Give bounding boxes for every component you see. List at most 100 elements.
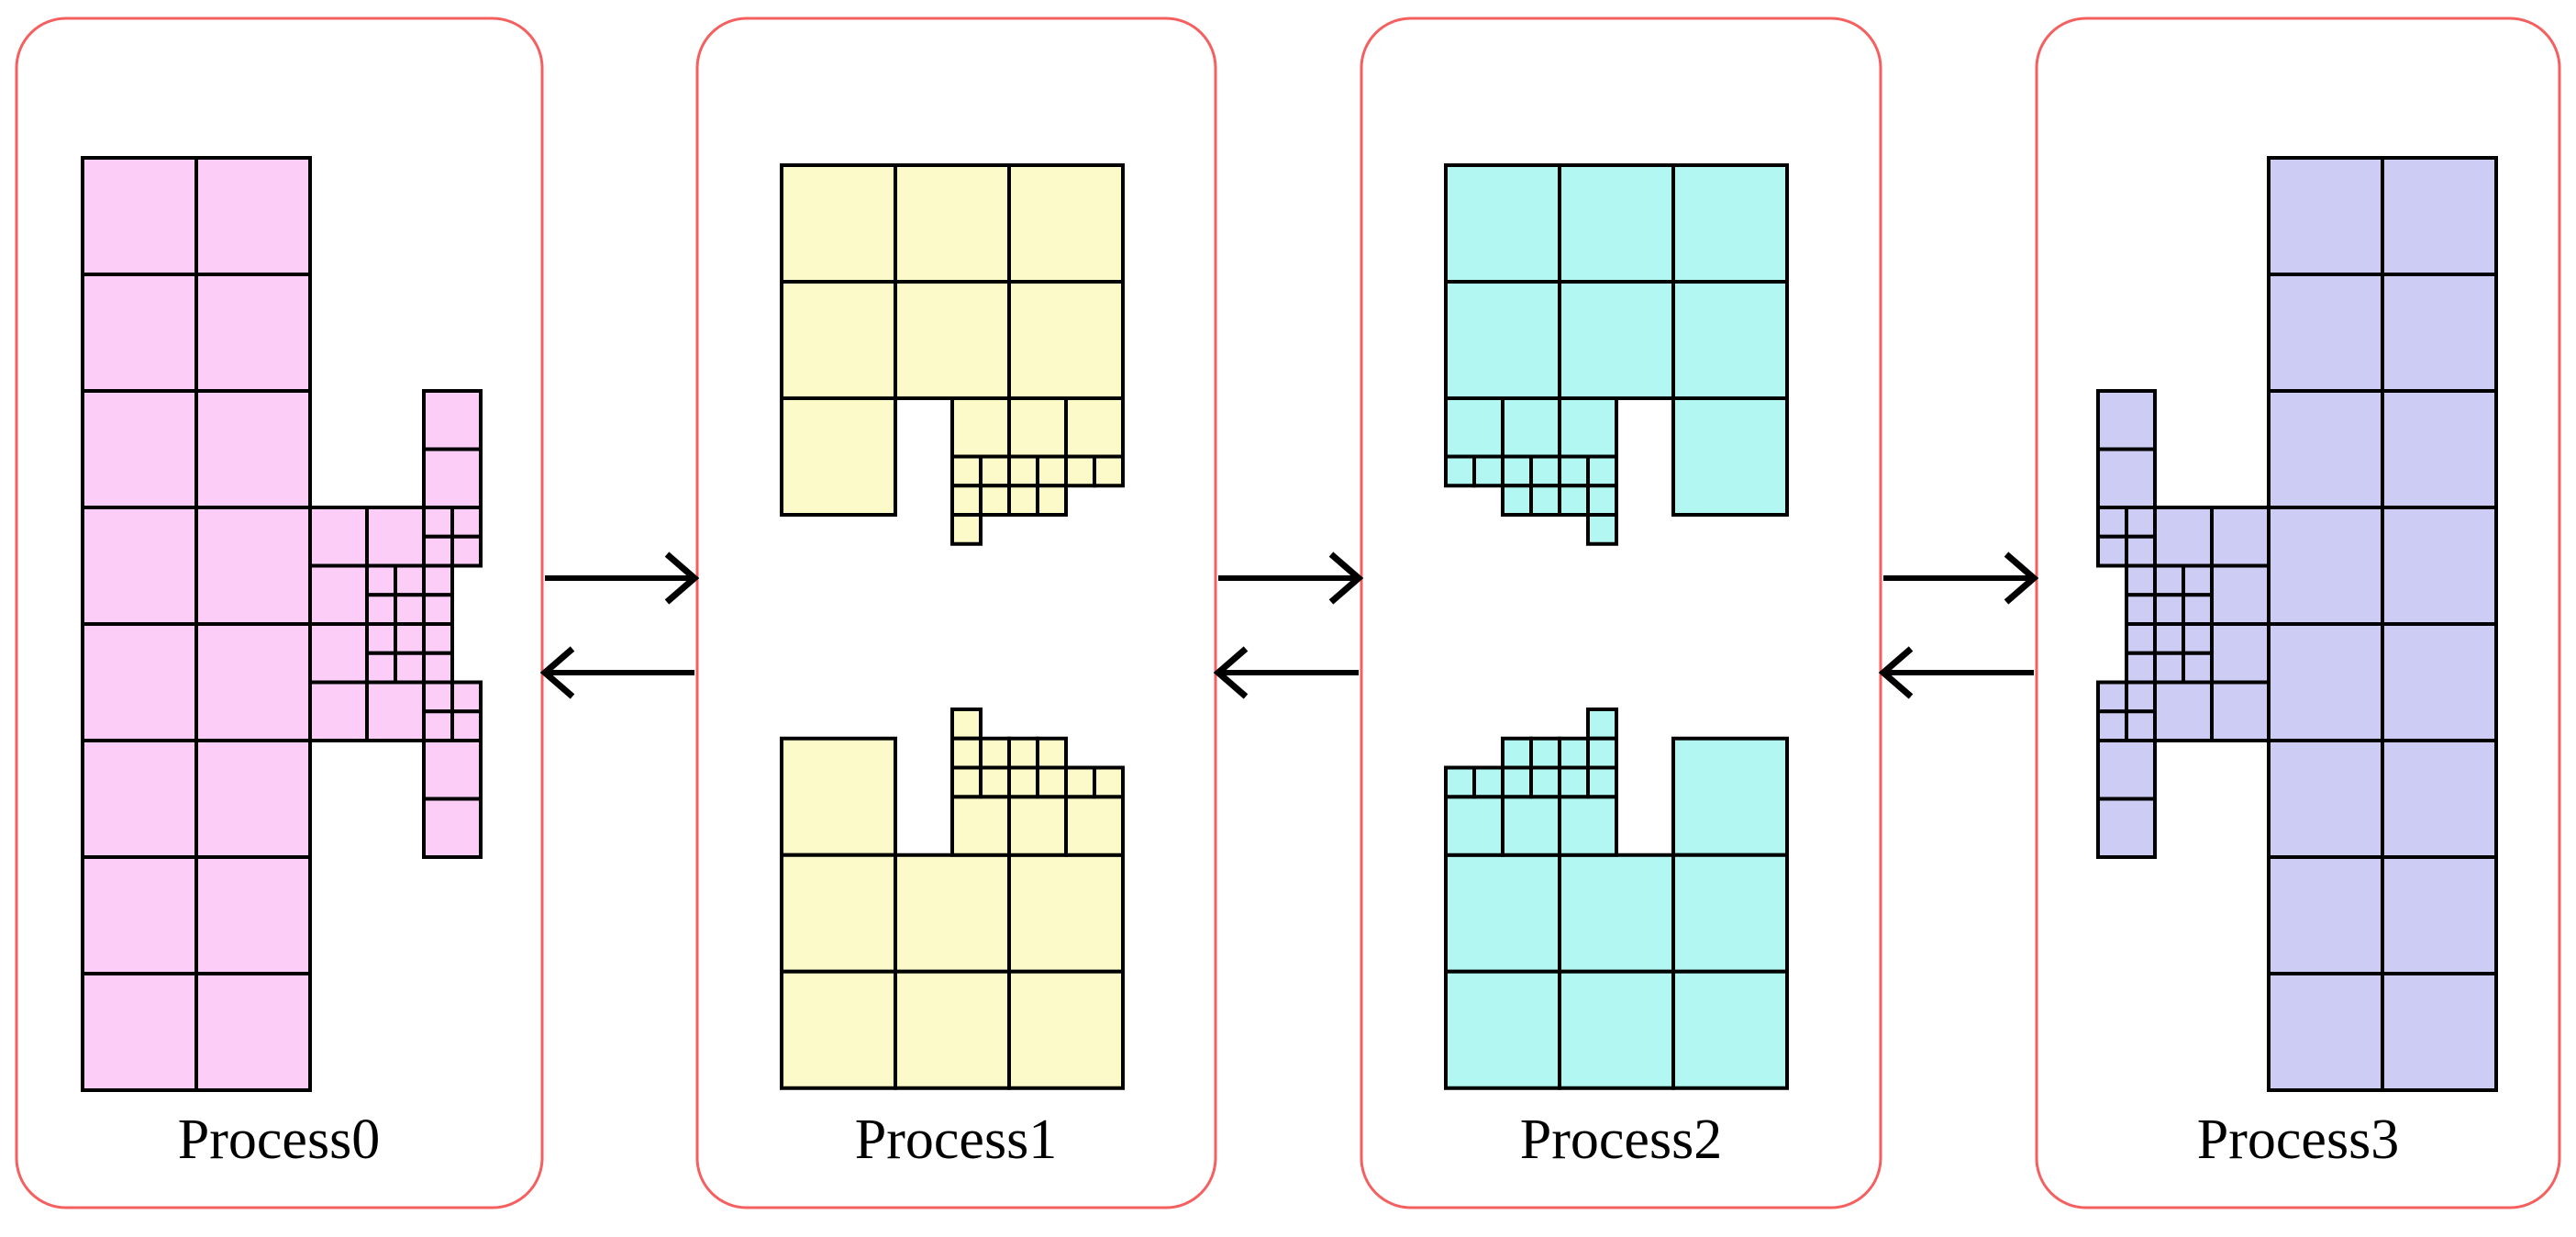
process0-small-cell: [450, 534, 483, 568]
process2-small-cell: [1501, 484, 1533, 517]
process1-small-cell: [979, 484, 1011, 517]
process3-small-cell: [2096, 534, 2128, 568]
arrow-p1-to-p0-head-icon: [539, 646, 575, 699]
process1-big-cell: [894, 280, 1011, 400]
process1-small-cell: [1007, 765, 1039, 799]
process0-big-cell: [81, 156, 198, 276]
process1-small-cell: [950, 708, 983, 741]
process0-big-cell: [194, 506, 312, 626]
process2-big-cell: [1558, 163, 1675, 284]
process3-big-cell: [2267, 739, 2384, 859]
process0-medium-cell: [422, 447, 483, 509]
process0-small-cell: [365, 622, 397, 655]
process3-small-cell: [2153, 563, 2185, 597]
process1-medium-cell: [950, 795, 1011, 857]
process0-medium-cell: [308, 622, 369, 685]
process1-small-cell: [979, 736, 1011, 770]
process0-small-cell: [422, 651, 454, 685]
process3-medium-cell: [2096, 389, 2157, 451]
process2-small-cell: [1501, 765, 1533, 799]
process1-medium-cell: [1007, 396, 1068, 459]
process3-medium-cell: [2096, 739, 2157, 801]
process2-big-cell: [1558, 853, 1675, 974]
process0-small-cell: [422, 622, 454, 655]
process0-medium-cell: [308, 563, 369, 626]
process3-medium-cell: [2210, 506, 2271, 568]
process2-small-cell: [1529, 736, 1561, 770]
process2-small-cell: [1558, 765, 1590, 799]
process1-small-cell: [1064, 765, 1096, 799]
arrow-p1-to-p2: [1218, 552, 1364, 605]
process2-medium-cell: [1558, 795, 1618, 857]
process3-small-cell: [2125, 563, 2157, 597]
process0-small-cell: [365, 563, 397, 597]
process3-big-cell: [2381, 972, 2498, 1092]
process2-small-cell: [1558, 484, 1590, 517]
arrow-p2-to-p3: [1883, 552, 2039, 605]
process0-small-cell: [450, 506, 483, 539]
arrow-p2-to-p3-head-icon: [2004, 552, 2039, 605]
process3-small-cell: [2096, 680, 2128, 714]
arrow-p1-to-p2-head-icon: [1328, 552, 1364, 605]
process3-small-cell: [2096, 709, 2128, 742]
arrow-p2-to-p1-head-icon: [1213, 646, 1249, 699]
process2-big-cell: [1671, 853, 1789, 974]
process3-small-cell: [2153, 593, 2185, 626]
arrow-p3-to-p2-head-icon: [1878, 646, 1914, 699]
process2-big-cell: [1444, 280, 1561, 400]
process3-medium-cell: [2210, 563, 2271, 626]
process3-small-cell: [2182, 651, 2214, 685]
process3-label: Process3: [2197, 1109, 2399, 1171]
process0-medium-cell: [422, 739, 483, 801]
arrow-p0-to-p1: [545, 552, 700, 605]
arrow-p1-to-p0: [539, 646, 694, 699]
arrow-p0-to-p1-head-icon: [664, 552, 700, 605]
process3-medium-cell: [2096, 447, 2157, 509]
process1-small-cell: [979, 765, 1011, 799]
process0-big-cell: [81, 273, 198, 393]
process0-big-cell: [194, 855, 312, 975]
process3-big-cell: [2381, 739, 2498, 859]
process1-big-cell: [1007, 280, 1125, 400]
process3-big-cell: [2267, 389, 2384, 509]
process2-big-cell: [1558, 969, 1675, 1090]
process3-small-cell: [2182, 593, 2214, 626]
process2-medium-cell: [1501, 396, 1561, 459]
process2-big-cell: [1444, 969, 1561, 1090]
process0-big-cell: [194, 389, 312, 509]
process1-label: Process1: [855, 1109, 1057, 1171]
process2-big-cell: [1444, 853, 1561, 974]
arrow-p3-to-p2: [1878, 646, 2034, 699]
process0-medium-cell: [422, 389, 483, 451]
process3-big-cell: [2381, 622, 2498, 742]
process3-small-cell: [2125, 593, 2157, 626]
process0-small-cell: [394, 593, 426, 626]
process3-big-cell: [2267, 156, 2384, 276]
process1-small-cell: [1036, 765, 1068, 799]
process1-big-cell: [780, 853, 897, 974]
process1-medium-cell: [1064, 795, 1125, 857]
process2-small-cell: [1586, 454, 1618, 488]
process0-big-cell: [194, 273, 312, 393]
process3-big-cell: [2267, 273, 2384, 393]
process1-small-cell: [1036, 454, 1068, 488]
process1-big-cell: [1007, 163, 1125, 284]
process1-small-cell: [1093, 454, 1125, 488]
process0-big-cell: [81, 622, 198, 742]
process0-big-cell: [194, 156, 312, 276]
process0-small-cell: [365, 593, 397, 626]
process2-big-cell: [1671, 969, 1789, 1090]
process1-small-cell: [950, 765, 983, 799]
process0-big-cell: [81, 389, 198, 509]
process0-big-cell: [194, 739, 312, 859]
process1-small-cell: [950, 454, 983, 488]
process2-small-cell: [1586, 513, 1618, 546]
process1-big-cell: [894, 853, 1011, 974]
process3-big-cell: [2381, 506, 2498, 626]
process2-small-cell: [1472, 765, 1505, 799]
process1-small-cell: [1007, 484, 1039, 517]
process0-label: Process0: [178, 1109, 380, 1171]
process2-big-cell: [1671, 280, 1789, 400]
process3-big-cell: [2381, 855, 2498, 975]
process3-small-cell: [2125, 506, 2157, 539]
